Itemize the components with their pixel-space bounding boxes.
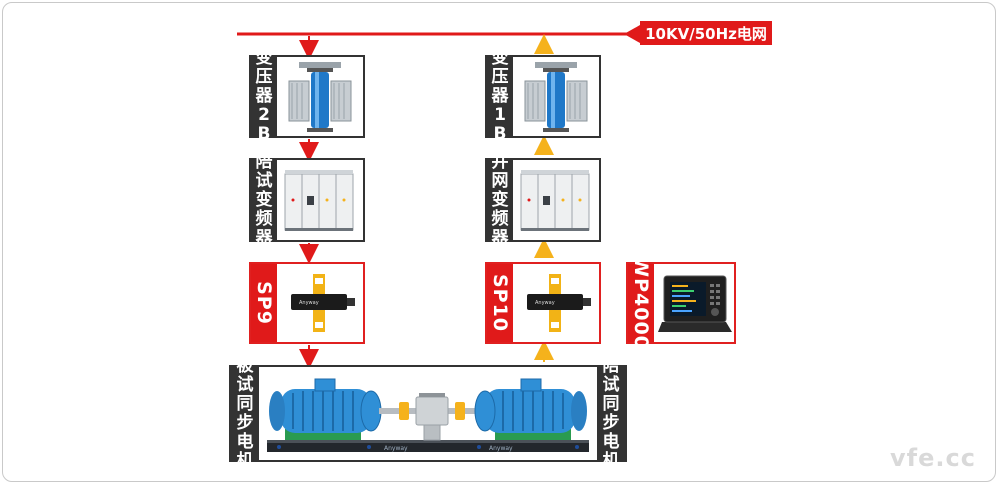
base-brand-text: Anyway — [489, 445, 513, 452]
test-vfd-label: 陪试变频器 — [251, 152, 277, 247]
sp9-box: SP9 Anyway — [249, 262, 365, 344]
transformer-2b-label: 变压器2B — [251, 49, 277, 144]
sensor-brand-text: Anyway — [535, 300, 555, 306]
cabinet-icon — [520, 170, 590, 231]
transformer-2b-box: 变压器2B — [249, 49, 365, 144]
sp9-label: SP9 — [251, 264, 277, 342]
wp4000-label: WP4000 — [628, 256, 654, 350]
accompany-motor-label: 陪试同步电机 — [597, 356, 625, 470]
grid-vfd-label: 并网变频器 — [487, 152, 513, 247]
sp10-label: SP10 — [487, 264, 513, 342]
motor-panel: 被试同步电机 陪试同步电机 Anyway Anyway — [229, 356, 627, 470]
current-sensor-icon: Anyway — [527, 274, 591, 332]
cabinet-icon — [284, 170, 354, 231]
grid-vfd-box: 并网变频器 — [485, 152, 601, 247]
transformer-icon — [524, 62, 588, 132]
transformer-1b-label: 变压器1B — [487, 49, 513, 144]
wp4000-box: WP4000 — [626, 256, 736, 350]
motor-under-test-label: 被试同步电机 — [231, 356, 259, 470]
sensor-brand-text: Anyway — [299, 300, 319, 306]
sp10-box: SP10 Anyway — [485, 262, 601, 344]
current-sensor-icon: Anyway — [291, 274, 355, 332]
transformer-1b-box: 变压器1B — [485, 49, 601, 144]
grid-label: 10KV/50Hz电网 — [640, 21, 772, 45]
grid-inlet-arrow — [624, 25, 640, 43]
test-vfd-box: 陪试变频器 — [249, 152, 365, 247]
power-analyzer-icon — [658, 275, 732, 332]
motor-icon: Anyway Anyway — [267, 378, 589, 452]
transformer-icon — [288, 62, 352, 132]
base-brand-text: Anyway — [384, 445, 408, 452]
watermark: vfe.cc — [890, 444, 976, 472]
